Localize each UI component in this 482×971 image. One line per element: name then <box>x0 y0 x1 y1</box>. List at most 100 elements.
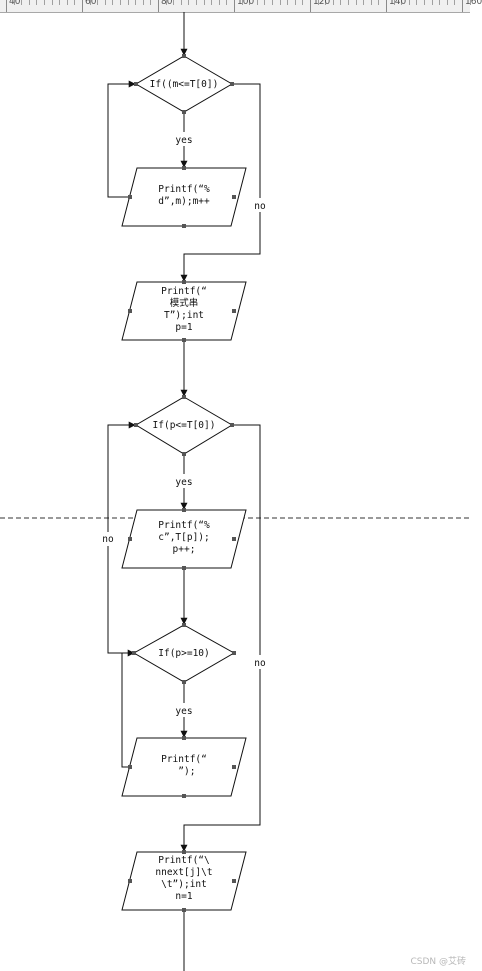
io-print-space[interactable] <box>121 737 247 797</box>
io-print-space-text: Printf(“ ”); <box>161 754 207 777</box>
io-print-m-text: Printf(“%d”,m);m++ <box>158 184 210 207</box>
ruler-tick <box>211 0 213 5</box>
ruler-tick <box>279 0 281 5</box>
text-line: ”); <box>173 766 196 777</box>
ruler-tick <box>13 0 15 5</box>
ruler-tick <box>188 0 190 5</box>
ruler-tick <box>249 0 251 5</box>
text-line: Printf(“ <box>161 754 207 765</box>
text-line: T”);int <box>164 310 204 321</box>
label-no-3: no <box>254 658 266 669</box>
ruler-tick <box>378 0 380 5</box>
ruler-tick <box>142 0 144 5</box>
ruler-tick <box>6 0 7 12</box>
text-line: nnext[j]\t <box>155 867 212 878</box>
connector-io1-loop <box>107 80 136 198</box>
decision-p-ge-10-text: If(p>=10) <box>158 648 209 659</box>
io-print-next[interactable] <box>121 851 247 911</box>
ruler-tick <box>310 0 311 12</box>
ruler-tick <box>59 0 61 5</box>
ruler-tick <box>203 0 205 5</box>
ruler-tick <box>234 0 235 12</box>
ruler-tick <box>317 0 319 5</box>
ruler-tick <box>431 0 433 5</box>
text-line: Printf(“ <box>161 286 207 297</box>
ruler-tick <box>287 0 289 5</box>
ruler-tick <box>112 0 114 5</box>
ruler-tick <box>127 0 129 5</box>
ruler-tick <box>272 0 273 5</box>
text-line: p++; <box>173 544 196 555</box>
ruler-label: 120 <box>313 0 331 7</box>
text-line: \t”);int <box>161 879 207 890</box>
ruler-tick <box>218 0 220 5</box>
text-line: 模式串 <box>170 297 199 309</box>
ruler-tick <box>196 0 197 5</box>
ruler-tick <box>150 0 152 5</box>
ruler-tick <box>89 0 91 5</box>
ruler-label: 60 <box>85 0 97 7</box>
ruler-tick <box>264 0 266 5</box>
ruler-label: 160 <box>465 0 482 7</box>
label-yes-3: yes <box>175 706 192 717</box>
ruler-tick <box>66 0 68 5</box>
text-line: Printf(“% <box>158 184 210 195</box>
ruler-tick <box>393 0 395 5</box>
flowchart-canvas: If((m<=T[0]) Printf(“%d”,m);m++ Printf(“… <box>0 12 470 971</box>
ruler-tick <box>302 0 304 5</box>
ruler-tick <box>348 0 349 5</box>
ruler-tick <box>363 0 365 5</box>
ruler-tick <box>226 0 228 5</box>
ruler-tick <box>416 0 418 5</box>
ruler-label: 80 <box>161 0 173 7</box>
ruler-tick <box>408 0 410 5</box>
text-line: p=1 <box>175 322 192 333</box>
io-print-tp[interactable] <box>121 509 247 569</box>
ruler-tick <box>44 0 45 5</box>
ruler-label: 40 <box>9 0 21 7</box>
ruler-tick <box>180 0 182 5</box>
connector-cond1-no <box>180 83 261 282</box>
text-line: If(p<=T[0]) <box>153 420 216 431</box>
ruler-tick <box>104 0 106 5</box>
ruler-tick <box>165 0 167 5</box>
text-line: Printf(“\ <box>158 855 209 866</box>
ruler-tick <box>454 0 456 5</box>
ruler-tick <box>386 0 387 12</box>
text-line: c”,T[p]); <box>158 532 209 543</box>
io-print-pattern[interactable] <box>121 281 247 341</box>
label-no-1: no <box>254 201 266 212</box>
text-line: d”,m);m++ <box>158 196 210 207</box>
text-line: If(p>=10) <box>158 648 209 659</box>
ruler-tick <box>82 0 83 12</box>
ruler-tick <box>325 0 327 5</box>
ruler-tick <box>28 0 30 5</box>
ruler-tick <box>424 0 425 5</box>
ruler-tick <box>256 0 258 5</box>
ruler-tick <box>51 0 53 5</box>
text-line: n=1 <box>175 891 192 902</box>
ruler-tick <box>469 0 471 5</box>
ruler-tick <box>446 0 448 5</box>
label-yes-2: yes <box>175 477 192 488</box>
ruler-tick <box>36 0 38 5</box>
ruler-tick <box>370 0 372 5</box>
decision-p-le-t0-text: If(p<=T[0]) <box>153 420 216 431</box>
ruler-tick <box>74 0 76 5</box>
ruler-tick <box>21 0 23 5</box>
connection-points <box>128 54 236 912</box>
ruler-tick <box>294 0 296 5</box>
ruler-tick <box>135 0 137 5</box>
ruler-tick <box>401 0 403 5</box>
ruler-tick <box>462 0 463 12</box>
io-print-tp-text: Printf(“%c”,T[p]);p++; <box>158 520 210 555</box>
io-print-m[interactable] <box>121 167 247 227</box>
label-yes-1: yes <box>175 135 192 146</box>
text-line: Printf(“% <box>158 520 210 531</box>
ruler-tick <box>332 0 334 5</box>
ruler-tick <box>158 0 159 12</box>
label-no-2: no <box>102 534 114 545</box>
decision-m-le-t0-text: If((m<=T[0]) <box>150 79 219 90</box>
